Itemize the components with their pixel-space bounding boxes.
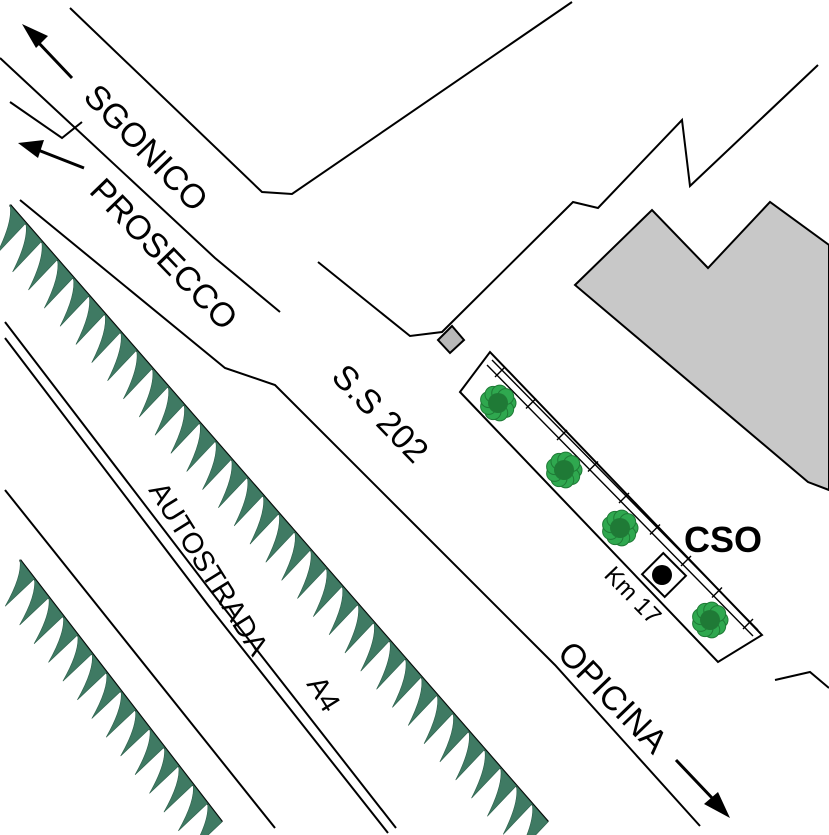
platform-ticks — [494, 366, 754, 630]
embankment-tooth — [48, 615, 79, 663]
embankment-upper — [0, 203, 549, 835]
embankment-tooth — [120, 708, 151, 757]
embankment-tooth — [407, 675, 438, 726]
embankment-tooth — [43, 258, 74, 309]
platform-tick — [680, 555, 692, 567]
embankment-tooth — [75, 294, 106, 345]
embankment-tooth — [423, 693, 454, 744]
platform-tick — [525, 398, 537, 409]
tree-icon — [546, 451, 583, 489]
embankment-tooth — [4, 558, 35, 607]
embankment-tooth — [91, 312, 122, 363]
embankment-tooth — [33, 596, 64, 644]
station-platform — [458, 350, 764, 664]
embankment-tooth — [0, 203, 27, 251]
embankment-tooth — [178, 783, 208, 832]
embankment-tooth — [312, 566, 343, 617]
embankment-tooth — [344, 603, 375, 654]
platform-tick — [587, 461, 599, 472]
embankment-lower — [4, 558, 223, 835]
kiosk — [436, 324, 466, 355]
embankment-tooth — [59, 276, 90, 327]
embankment-tooth — [170, 403, 201, 454]
embankment-tooth — [134, 727, 165, 775]
embankment-tooth — [123, 349, 153, 400]
platform-tick — [494, 366, 506, 378]
embankment-tooth — [77, 652, 107, 701]
embankment-tooth — [154, 385, 185, 436]
embankment-tooth — [360, 621, 391, 672]
embankment-tooth — [186, 421, 217, 472]
side-road-fragment — [774, 670, 829, 689]
arrow-up-left-icon — [22, 24, 74, 80]
embankment-tooth — [199, 802, 223, 835]
platform-tick — [649, 524, 661, 535]
embankment-tooth — [28, 240, 58, 291]
tree-icon — [692, 601, 729, 639]
embankment-tooth — [502, 784, 533, 835]
embankment-tooth — [138, 367, 169, 418]
label-a4: A4 — [300, 671, 346, 718]
arrow-left-icon — [18, 140, 85, 170]
embankment-tooth — [455, 730, 486, 781]
embankment-tooth — [163, 764, 194, 813]
embankment-tooth — [281, 530, 312, 581]
embankment-tooth — [105, 689, 136, 738]
embankment-tooth — [107, 330, 137, 382]
station-dot-icon — [652, 565, 672, 585]
tree-icon — [602, 509, 639, 547]
embankment-tooth — [487, 766, 517, 817]
embankment-tooth — [328, 585, 359, 636]
trees — [480, 384, 729, 639]
embankment-tooth — [297, 548, 327, 599]
junction-triangle — [9, 101, 83, 140]
label-prosecco: PROSECCO — [82, 171, 245, 337]
embankment-tooth — [376, 639, 406, 690]
embankment-tooth — [149, 746, 180, 794]
embankment-tooth — [62, 633, 93, 682]
embankment-tooth — [526, 802, 549, 835]
embankment-tooth — [19, 577, 50, 626]
embankment-tooth — [233, 476, 264, 527]
upper-block-outline — [0, 1, 819, 338]
road-ss202-edges — [4, 199, 701, 829]
embankment-tooth — [392, 657, 422, 708]
platform-tick — [556, 429, 568, 441]
tree-icon — [480, 384, 517, 422]
embankment-tooth — [218, 458, 248, 509]
platform-tick — [618, 492, 630, 504]
embankment-tooth — [91, 671, 122, 719]
label-ss202: S.S 202 — [324, 357, 435, 470]
embankment-tooth — [12, 222, 43, 273]
platform-tick — [711, 587, 723, 598]
arrow-down-right-icon — [674, 758, 730, 818]
embankment-tooth — [202, 439, 232, 490]
platform-tick — [742, 618, 754, 630]
autostrada-lines — [4, 321, 397, 834]
label-opicina: OPICINA — [550, 634, 675, 761]
embankment-tooth — [265, 512, 296, 563]
label-cso: CSO — [684, 519, 762, 560]
embankment-tooth — [439, 712, 470, 763]
embankment-tooth — [249, 494, 280, 545]
embankment-tooth — [471, 748, 501, 799]
building — [573, 200, 829, 492]
